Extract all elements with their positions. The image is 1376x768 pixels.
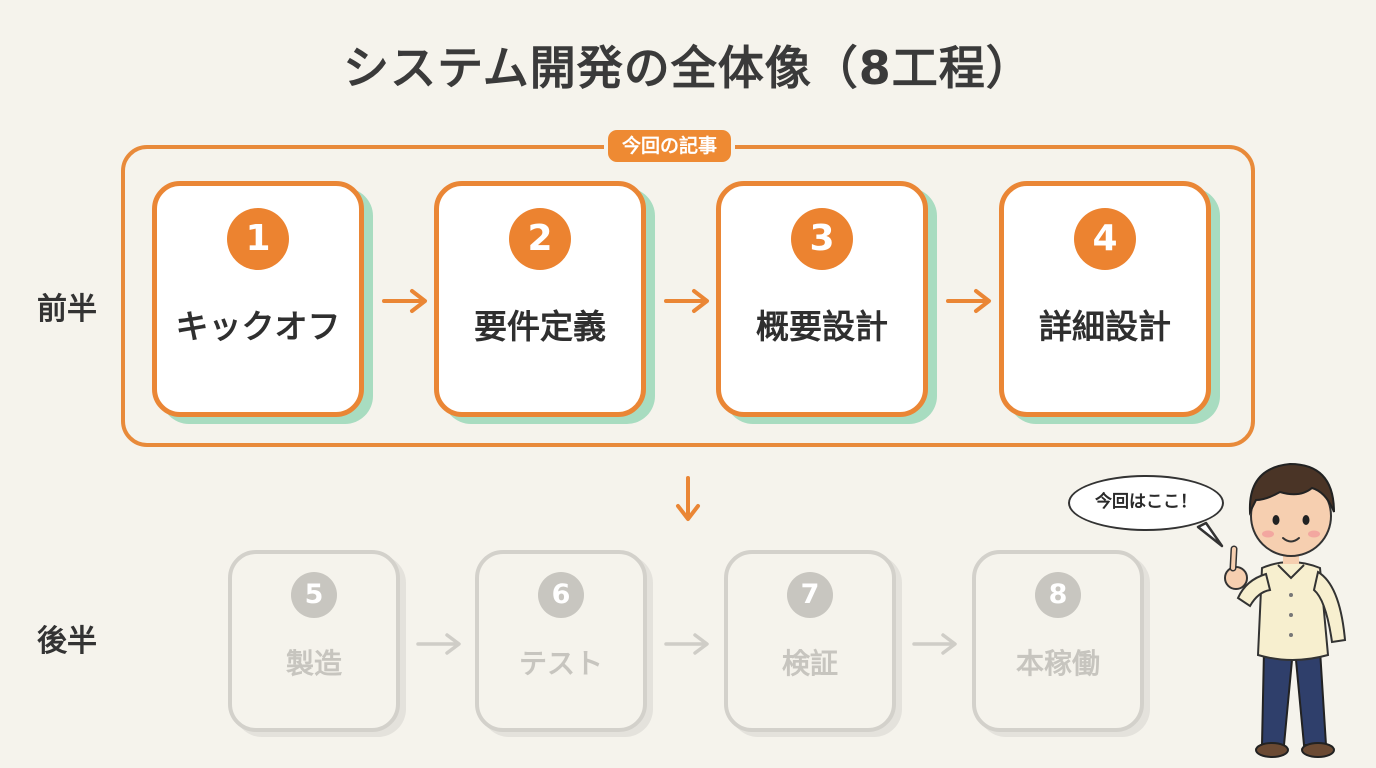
step-label: 概要設計	[756, 307, 888, 346]
step-label: 製造	[285, 647, 342, 680]
step-requirements: 2 要件定義	[434, 181, 646, 417]
step-number-badge: 4	[1074, 208, 1136, 270]
arrow-right-icon	[382, 289, 427, 313]
step-label: 本稼働	[1015, 647, 1100, 680]
page-title: システム開発の全体像（8工程）	[343, 41, 1033, 95]
step-number-badge: 5	[291, 572, 337, 618]
step-label: キックオフ	[175, 307, 341, 346]
step-kickoff: 1 キックオフ	[152, 181, 364, 417]
arrow-right-icon	[912, 633, 957, 655]
step-number-badge: 2	[509, 208, 571, 270]
step-number-badge: 7	[787, 572, 833, 618]
arrow-down-icon	[676, 476, 700, 521]
current-article-label: 今回の記事	[608, 130, 732, 162]
row-label-first-half: 前半	[37, 292, 97, 327]
row-label-second-half: 後半	[37, 624, 97, 659]
step-testing: 6 テスト	[475, 550, 647, 732]
step-number-badge: 3	[791, 208, 853, 270]
step-detailed-design: 4 詳細設計	[999, 181, 1211, 417]
step-go-live: 8 本稼働	[972, 550, 1144, 732]
speech-bubble-tail	[1196, 521, 1224, 548]
step-basic-design: 3 概要設計	[716, 181, 928, 417]
step-label: テスト	[518, 647, 603, 680]
arrow-right-icon	[416, 633, 461, 655]
step-label: 詳細設計	[1039, 307, 1171, 346]
step-development: 5 製造	[228, 550, 400, 732]
speech-bubble: 今回はここ！	[1068, 475, 1224, 531]
step-verification: 7 検証	[724, 550, 896, 732]
step-number-badge: 6	[538, 572, 584, 618]
step-label: 要件定義	[474, 307, 606, 346]
arrow-right-icon	[664, 289, 709, 313]
character-illustration	[1224, 462, 1347, 758]
arrow-right-icon	[664, 633, 709, 655]
step-label: 検証	[781, 647, 838, 680]
step-number-badge: 8	[1035, 572, 1081, 618]
arrow-right-icon	[946, 289, 991, 313]
step-number-badge: 1	[227, 208, 289, 270]
